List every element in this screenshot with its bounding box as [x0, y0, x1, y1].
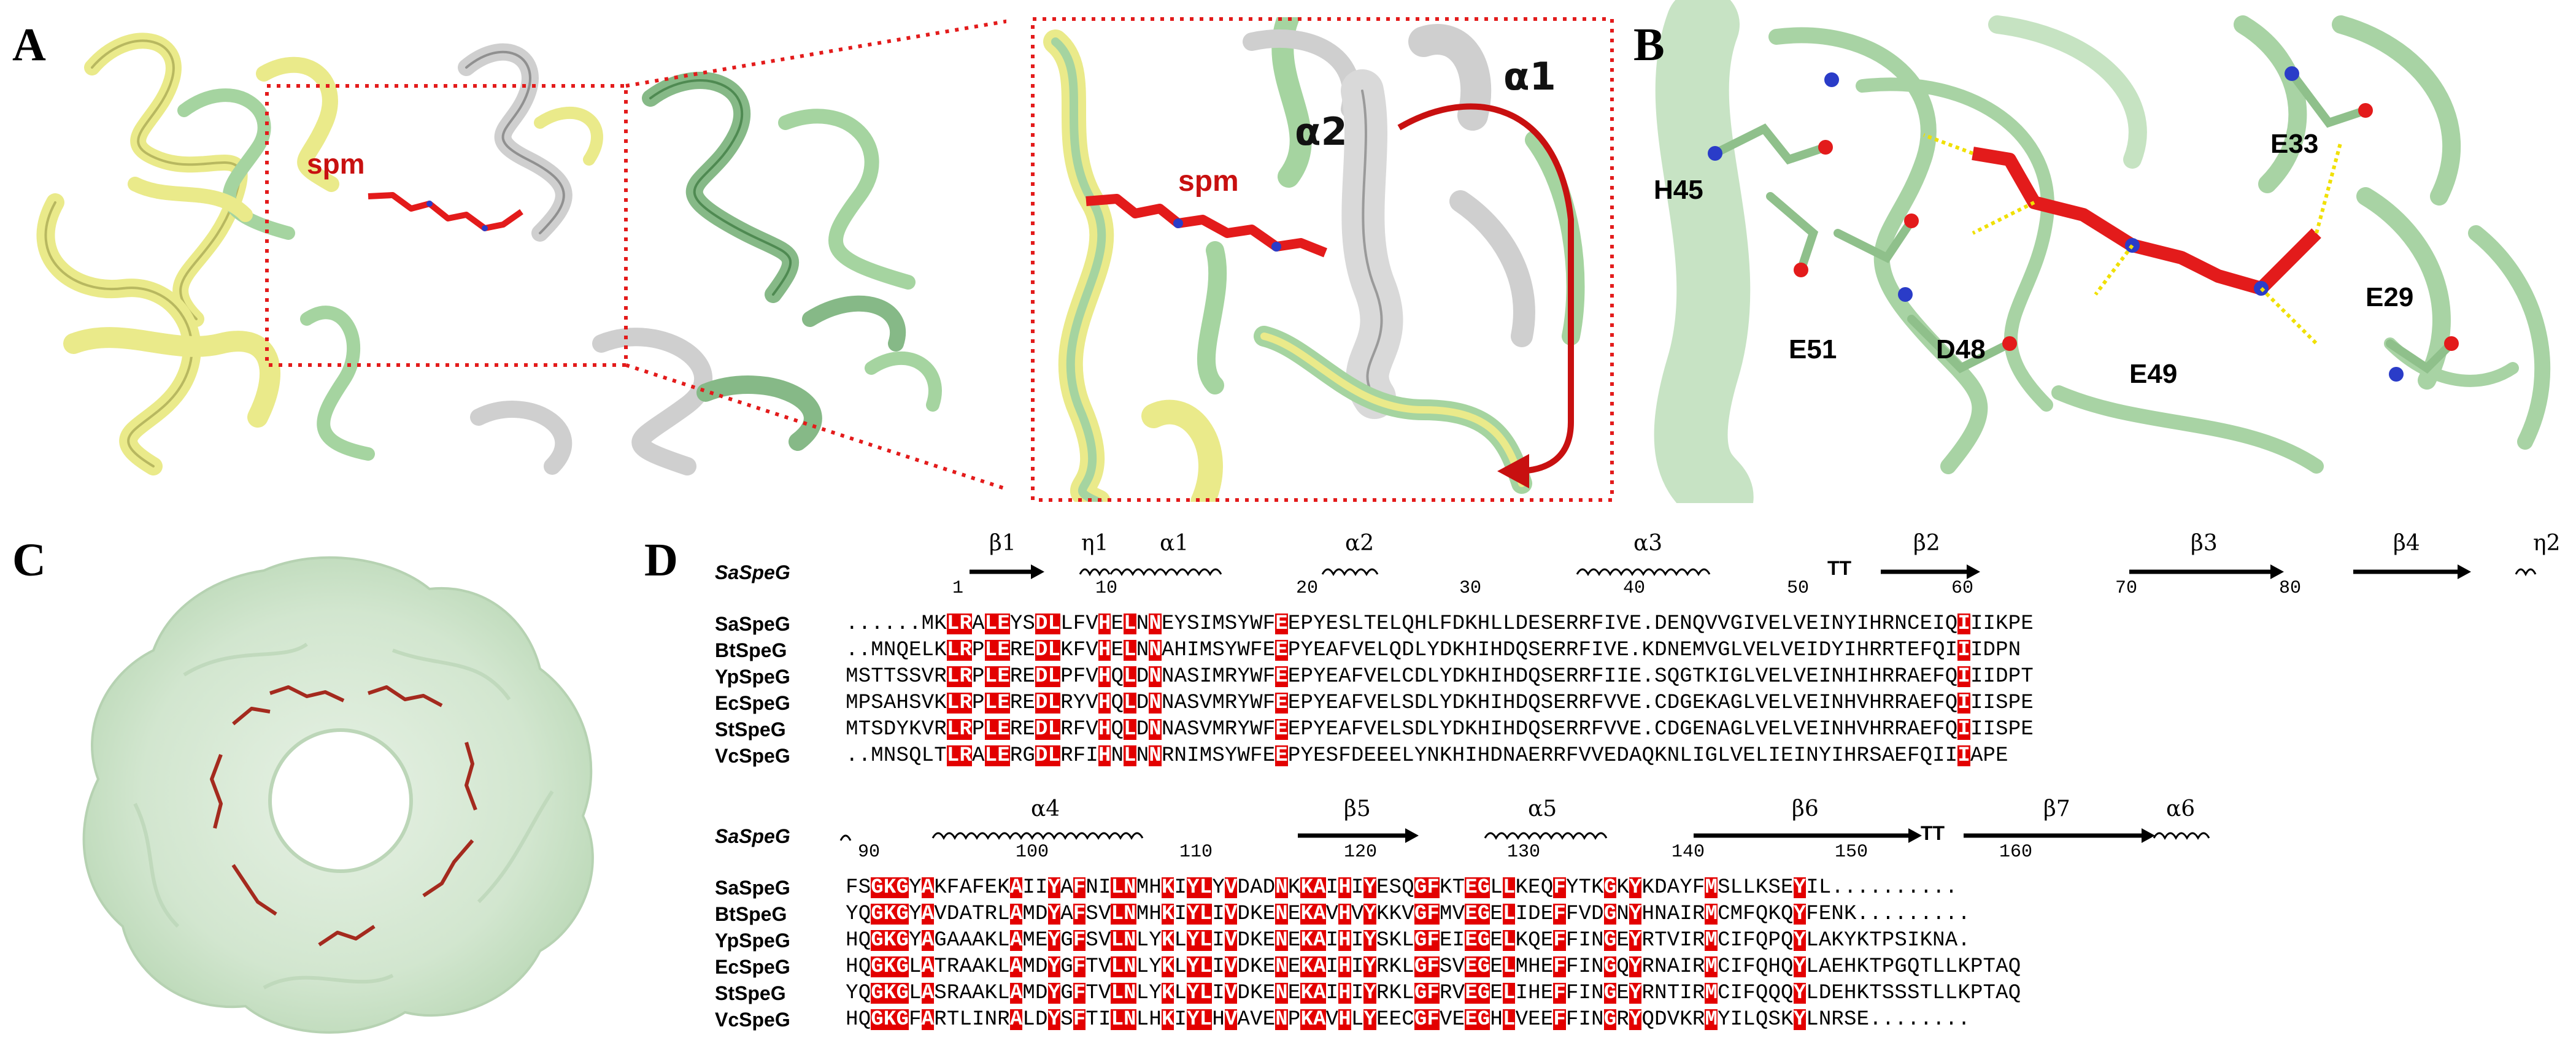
num2-130: 130: [1507, 842, 1541, 863]
panel-d: D SaSpeG β1 η1 α1 α2 α3 TT β2 β3 β4 η2 1…: [638, 521, 2576, 1054]
helix-alpha1-label: α1: [1503, 54, 1556, 99]
helix-alpha2-label: α2: [1295, 109, 1348, 154]
panel-d-label: D: [644, 534, 678, 586]
species-name: EcSpeG: [715, 956, 790, 978]
num1-80: 80: [2279, 578, 2302, 599]
sequence: MTSDYKVRLRPLEREDLRFVHQLDNNASVMRYWFEEPYEA…: [846, 718, 2034, 741]
ss1-beta4: β4: [2393, 531, 2420, 556]
ss2-beta7: β7: [2043, 796, 2070, 821]
reference-label-2: SaSpeG: [715, 825, 790, 847]
ss2-turn: TT: [1921, 822, 1945, 844]
panel-a-zoom-structure: [1031, 17, 1614, 502]
num2-120: 120: [1344, 842, 1378, 863]
panel-a-label: A: [12, 19, 46, 71]
spm-label: spm: [307, 148, 365, 180]
species-name: StSpeG: [715, 718, 786, 740]
ss2-alpha5: α5: [1528, 796, 1557, 821]
num2-110: 110: [1179, 842, 1213, 863]
residue-e49: E49: [2129, 359, 2178, 389]
residue-h45: H45: [1654, 175, 1703, 205]
ss2-alpha4: α4: [1031, 796, 1060, 821]
panel-a-structure: [36, 19, 1006, 491]
sequence: HQGKGFARTLINRALDYSFTILNLHKIYLHVAVENPKAVH…: [846, 1008, 1970, 1031]
species-name: EcSpeG: [715, 692, 790, 714]
zoom-spm-label: spm: [1178, 165, 1239, 198]
num1-10: 10: [1095, 578, 1118, 599]
ss2-alpha6: α6: [2166, 796, 2196, 821]
species-name: StSpeG: [715, 982, 786, 1004]
num1-30: 30: [1459, 578, 1482, 599]
species-name: VcSpeG: [715, 745, 790, 767]
ss1-beta2: β2: [1913, 531, 1940, 556]
num1-50: 50: [1787, 578, 1810, 599]
panel-c-surface: [82, 556, 594, 1034]
sequence: FSGKGYAKFAFEKAIIYAFNILNMHKIYLYVDADNKKAIH…: [846, 876, 1958, 899]
num1-20: 20: [1296, 578, 1319, 599]
num1-40: 40: [1623, 578, 1646, 599]
panel-a: A: [0, 0, 1006, 515]
num2-150: 150: [1835, 842, 1868, 863]
species-name: SaSpeG: [715, 613, 790, 635]
num1-70: 70: [2115, 578, 2138, 599]
ss-track-2: [839, 828, 2210, 843]
ss1-alpha3: α3: [1633, 531, 1663, 556]
num2-140: 140: [1672, 842, 1705, 863]
species-name: VcSpeG: [715, 1009, 790, 1031]
panel-b: B H45 E33 E51 D48 E49 E29: [1629, 0, 2576, 503]
sequence: HQGKGLATRAAKLAMDYGFTVLNLYKLYLIVDKENEKAIH…: [846, 955, 2021, 979]
sequence: ..MNQELKLRPLEREDLKFVHELNNAHIMSYWFEEPYEAF…: [846, 639, 2021, 662]
num1-1: 1: [952, 578, 964, 599]
ss1-beta1: β1: [989, 531, 1016, 556]
sequence: ......MKLRALEYSDLLFVHELNNEYSIMSYWFEEPYES…: [846, 612, 2034, 636]
sequence: YQGKGLASRAAKLAMDYGFTVLNLYKLYLIVDKENEKAIH…: [846, 982, 2021, 1005]
reference-label-1: SaSpeG: [715, 561, 790, 583]
num2-100: 100: [1016, 842, 1049, 863]
sequence: ..MNSQLTLRALERGDLRFIHNLNNRNIMSYWFEEPYESF…: [846, 744, 2008, 767]
ss1-alpha1: α1: [1160, 531, 1189, 556]
residue-e29: E29: [2366, 282, 2414, 312]
panel-c: C: [0, 521, 663, 1054]
residue-e51: E51: [1789, 334, 1837, 364]
ss2-beta5: β5: [1344, 796, 1371, 821]
ss1-eta2: η2: [2533, 531, 2561, 556]
ss2-beta6: β6: [1792, 796, 1819, 821]
ss1-alpha2: α2: [1345, 531, 1375, 556]
species-name: SaSpeG: [715, 877, 790, 899]
residue-d48: D48: [1936, 334, 1986, 364]
ss-track-1: [970, 564, 2537, 579]
num1-60: 60: [1951, 578, 1974, 599]
species-name: YpSpeG: [715, 929, 790, 952]
residue-e33: E33: [2270, 129, 2319, 159]
sequence: MPSAHSVKLRPLEREDLRYVHQLDNNASVMRYWFEEPYEA…: [846, 691, 2034, 715]
panel-b-structure: [1629, 0, 2576, 503]
num2-90: 90: [858, 842, 881, 863]
ss1-turn: TT: [1827, 557, 1852, 579]
num2-160: 160: [1999, 842, 2033, 863]
panel-b-label: B: [1633, 19, 1665, 71]
panel-a-zoom: spm α1 α2: [1031, 17, 1614, 502]
sequence: MSTTSSVRLRPLEREDLPFVHQLDNNASIMRYWFEEPYEA…: [846, 665, 2034, 688]
panel-c-label: C: [12, 534, 46, 586]
ss1-beta3: β3: [2191, 531, 2218, 556]
species-name: BtSpeG: [715, 903, 787, 925]
sequence: HQGKGYAGAAAKLAMEYGFSVLNLYKLYLIVDKENEKAIH…: [846, 929, 1970, 952]
species-name: BtSpeG: [715, 639, 787, 661]
ss1-eta1: η1: [1081, 531, 1109, 556]
species-name: YpSpeG: [715, 666, 790, 688]
sequence: YQGKGYAVDATRLAMDYAFSVLNMHKIYLIVDKENEKAVH…: [846, 902, 1970, 926]
